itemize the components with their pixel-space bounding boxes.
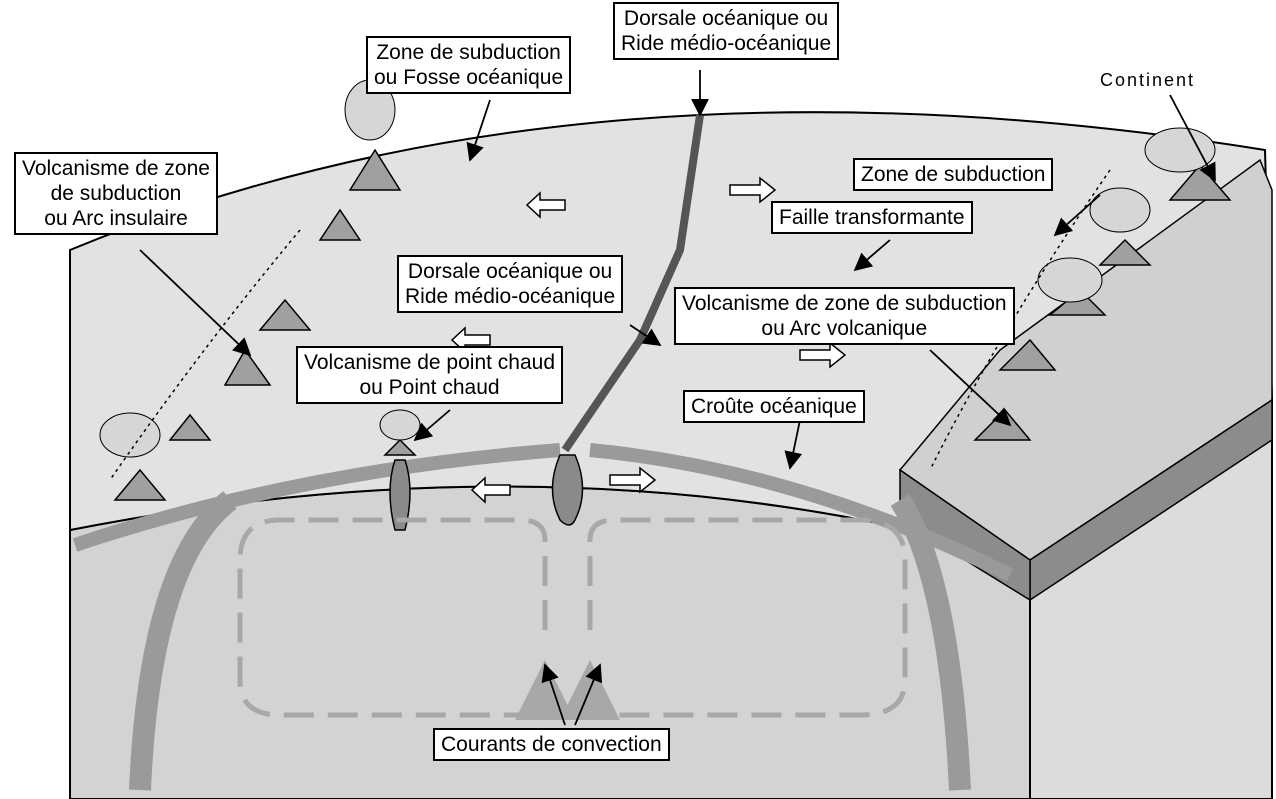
label-subduction-trench-line1: Zone de subduction: [374, 40, 563, 65]
label-volcanism-island-arc: Volcanisme de zone de subduction ou Arc …: [14, 152, 218, 235]
label-ridge-top-line2: Ride médio-océanique: [621, 31, 831, 56]
label-ridge-middle-line2: Ride médio-océanique: [405, 284, 615, 309]
label-ridge-top: Dorsale océanique ou Ride médio-océaniqu…: [613, 2, 839, 60]
label-transform-fault: Faille transformante: [771, 201, 973, 234]
label-continent: Continent: [1100, 70, 1195, 91]
label-volcanic-arc-line2: ou Arc volcanique: [682, 316, 1007, 341]
label-island-arc-line3: ou Arc insulaire: [22, 206, 210, 231]
label-volcanic-arc-line1: Volcanisme de zone de subduction: [682, 291, 1007, 316]
label-subduction-right: Zone de subduction: [853, 158, 1053, 191]
label-ridge-middle-line1: Dorsale océanique ou: [405, 259, 615, 284]
label-volcanism-volcanic-arc: Volcanisme de zone de subduction ou Arc …: [674, 287, 1015, 345]
label-ridge-middle: Dorsale océanique ou Ride médio-océaniqu…: [397, 255, 623, 313]
label-hotspot: Volcanisme de point chaud ou Point chaud: [296, 346, 563, 404]
label-island-arc-line2: de subduction: [22, 181, 210, 206]
label-convection: Courants de convection: [433, 728, 670, 761]
label-hotspot-line1: Volcanisme de point chaud: [304, 350, 555, 375]
label-hotspot-line2: ou Point chaud: [304, 375, 555, 400]
label-subduction-trench-line2: ou Fosse océanique: [374, 65, 563, 90]
ridge-magma-plume: [553, 455, 583, 525]
label-ridge-top-line1: Dorsale océanique ou: [621, 6, 831, 31]
label-island-arc-line1: Volcanisme de zone: [22, 156, 210, 181]
label-oceanic-crust: Croûte océanique: [683, 390, 865, 423]
label-subduction-trench: Zone de subduction ou Fosse océanique: [366, 36, 571, 94]
